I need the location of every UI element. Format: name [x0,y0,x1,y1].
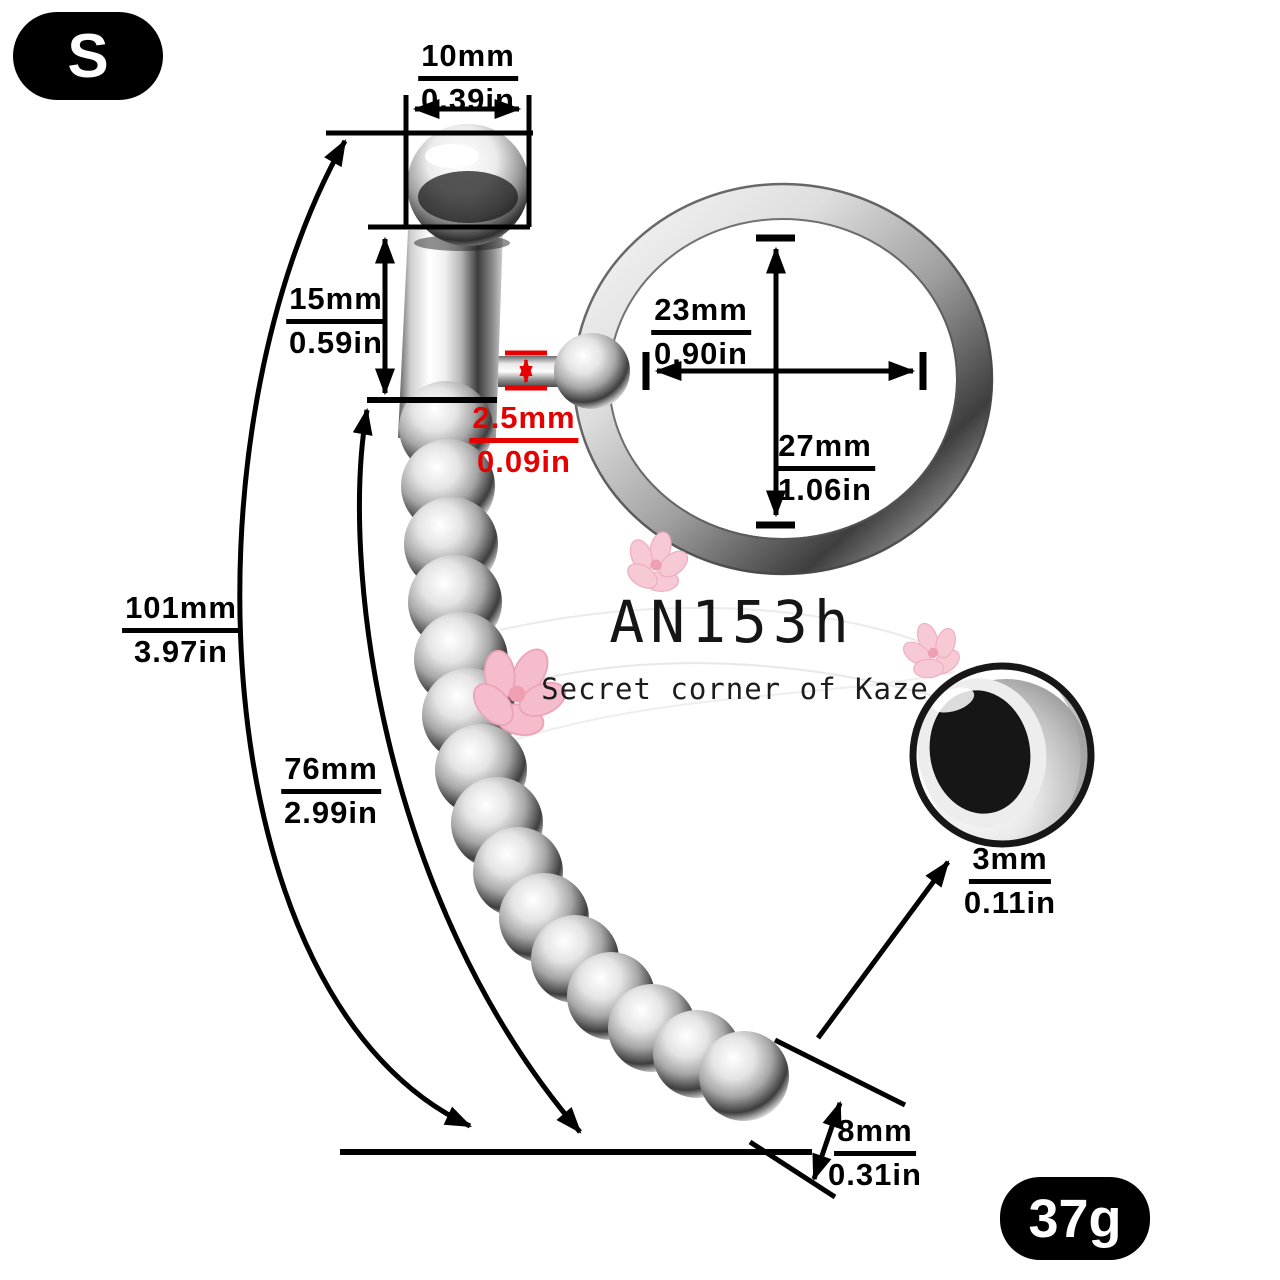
dim-glans-ball-width-inch: 0.39in [421,81,515,117]
sakura-flower-icon [902,622,960,679]
dim-ring-inner-height-inch: 1.06in [778,471,872,507]
inset-circle [909,662,1095,848]
dim-pin-diameter-inch: 0.09in [477,443,571,479]
size-badge: S [13,12,163,100]
stopper-ball-reflection [418,171,518,223]
dim-hole-diameter-inch: 0.11in [963,884,1057,920]
dim-tip-diameter-inch: 0.31in [828,1156,922,1192]
dim-ring-inner-height: 27mm 1.06in [775,429,875,507]
dim-insertable-length: 76mm 2.99in [281,752,381,830]
dim-pin-diameter: 2.5mm 0.09in [469,401,579,479]
dim-ring-inner-width: 23mm 0.90in [651,293,751,371]
dimension-lines [237,95,951,1200]
hole-callout-arrow [815,860,951,1040]
dim-shaft-length-inch: 0.59in [289,324,383,360]
dim-shaft-length: 15mm 0.59in [286,282,386,360]
beaded-shaft [399,381,789,1121]
tip-lower-tick [748,1139,837,1200]
inset-highlight [931,687,975,713]
dim-insertable-length-mm: 76mm [281,752,381,794]
dim-pin-diameter-mm: 2.5mm [469,401,579,443]
tip-hole-inset [909,662,1095,848]
dim-hole-diameter: 3mm 0.11in [963,842,1057,920]
dim-glans-ball-width-mm: 10mm [418,39,518,81]
dim-tip-diameter: 8mm 0.31in [828,1114,922,1192]
dim-tip-diameter-mm: 8mm [834,1114,916,1156]
ring-captive-bead [554,333,630,409]
watermark-model: AN153h [609,588,855,656]
tip-hole [929,690,1031,814]
stopper-ball-highlight [425,144,479,168]
dim-insertable-length-inch: 2.99in [284,794,378,830]
tip-diameter-arrow [811,1100,843,1182]
connector-pin [498,356,562,387]
dim-shaft-length-mm: 15mm [286,282,386,324]
dim-total-length-mm: 101mm [122,591,240,633]
dim-hole-diameter-mm: 3mm [969,842,1051,884]
sakura-flower-icon [627,531,689,592]
dim-total-length: 101mm 3.97in [122,591,240,669]
insertable-length-arc [352,407,582,1134]
weight-badge: 37g [1000,1177,1150,1260]
dim-ring-inner-height-mm: 27mm [775,429,875,471]
dim-glans-ball-width: 10mm 0.39in [418,39,518,117]
dim-ring-inner-width-inch: 0.90in [654,335,748,371]
bead [699,1031,789,1121]
watermark-shop: Secret corner of Kaze [541,672,929,706]
tip-upper-tick [773,1037,907,1108]
dim-ring-inner-width-mm: 23mm [651,293,751,335]
pin-dimension [505,350,547,391]
dim-total-length-inch: 3.97in [134,633,228,669]
